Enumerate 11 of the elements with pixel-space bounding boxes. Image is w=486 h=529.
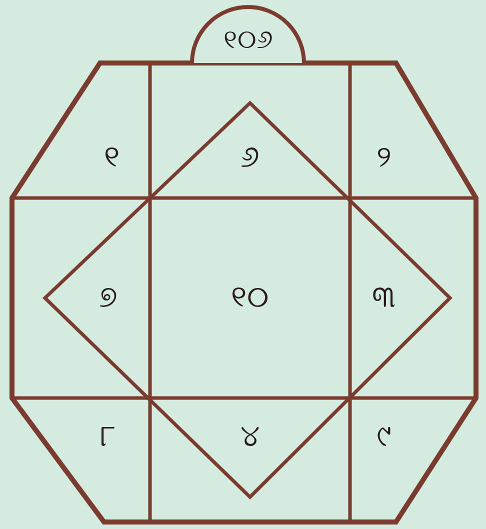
cell-number: ୨	[376, 143, 392, 173]
cell-number: ୮	[100, 422, 116, 452]
cell-number: ୧୦	[231, 283, 269, 313]
cell-number: ୪	[240, 422, 260, 452]
total-number: ୧୦୬	[224, 26, 272, 53]
cell-number: ୩	[372, 283, 396, 313]
cell-number: ୭	[99, 283, 117, 313]
cell-number: ୯	[376, 422, 392, 452]
cell-number: ୬	[240, 143, 260, 173]
cell-number: ୧	[104, 143, 120, 173]
semicircle-tab	[190, 5, 306, 65]
